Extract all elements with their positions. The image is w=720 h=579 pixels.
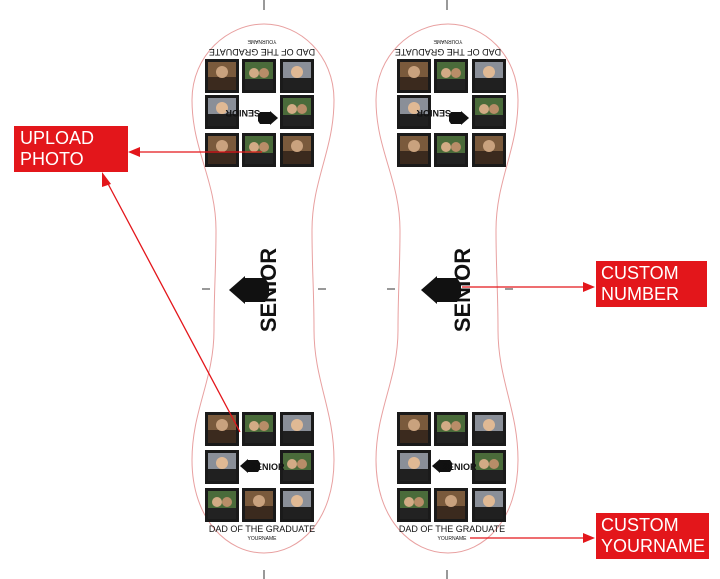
callout-line: PHOTO <box>20 149 84 169</box>
right-top-yourname: YOURNAME <box>433 38 463 44</box>
svg-text:SENIOR: SENIOR <box>225 108 260 118</box>
svg-text:SENIOR: SENIOR <box>416 108 451 118</box>
svg-text:SENIOR: SENIOR <box>442 462 477 472</box>
left-bottom-caption: DAD OF THE GRADUATE <box>209 524 315 534</box>
right-bottom-yourname: YOURNAME <box>438 536 468 542</box>
left-panel-outline <box>191 23 335 554</box>
callout-line: CUSTOM <box>601 515 679 535</box>
arrow-head <box>583 282 595 292</box>
callout-line: YOURNAME <box>601 536 706 556</box>
svg-text:SENIOR: SENIOR <box>250 462 285 472</box>
right-top-caption: DAD OF THE GRADUATE <box>395 47 501 57</box>
left-top-yourname: YOURNAME <box>247 38 277 44</box>
arrow-upload-from-bottom-grid <box>105 179 241 433</box>
right-grad-cap-icon <box>421 276 461 304</box>
custom-number-callout: CUSTOM NUMBER <box>596 261 707 307</box>
callout-line: NUMBER <box>601 284 680 304</box>
custom-yourname-callout: CUSTOM YOURNAME <box>596 513 709 559</box>
arrow-head <box>102 172 111 187</box>
left-grad-cap-icon <box>229 276 269 304</box>
callout-line: UPLOAD <box>20 128 95 148</box>
annotation-arrows <box>102 147 595 543</box>
left-bottom-yourname: YOURNAME <box>248 536 278 542</box>
right-panel-outline <box>375 23 519 554</box>
arrow-head <box>128 147 140 157</box>
callout-line: CUSTOM <box>601 263 679 283</box>
upload-photo-callout: UPLOAD PHOTO <box>14 126 128 172</box>
left-design-panel: DAD OF THE GRADUATE YOURNAME SENIOR SENI… <box>191 23 335 554</box>
left-top-caption: DAD OF THE GRADUATE <box>209 47 315 57</box>
arrow-head <box>583 533 595 543</box>
right-bottom-caption: DAD OF THE GRADUATE <box>399 524 505 534</box>
right-design-panel: DAD OF THE GRADUATE YOURNAME SENIOR SENI… <box>375 23 519 554</box>
